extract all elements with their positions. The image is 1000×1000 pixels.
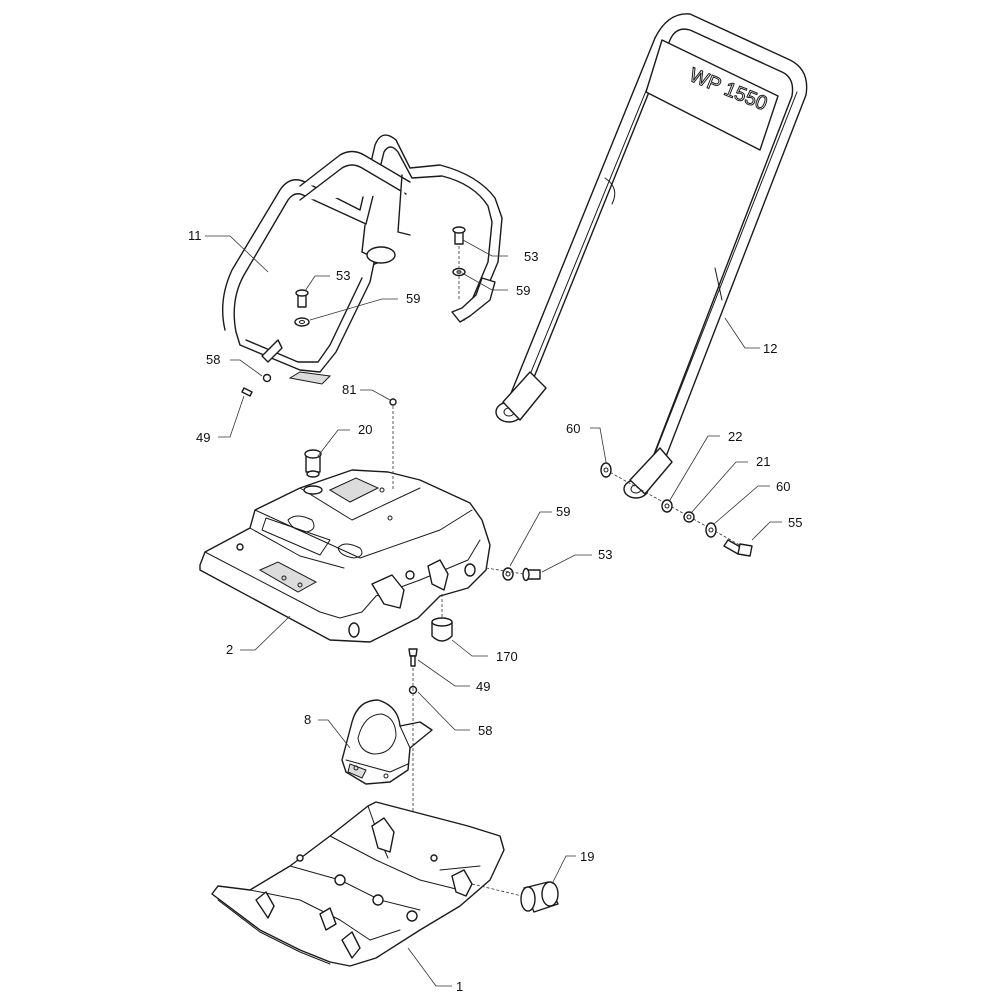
washer-60-left[interactable] — [600, 462, 612, 478]
washer-59-plate[interactable] — [502, 567, 514, 581]
washer-60-right[interactable] — [705, 522, 717, 538]
callout-59-frame-right: 59 — [516, 283, 530, 298]
bolt-53-frame-left[interactable] — [295, 289, 309, 308]
protection-frame-part-11[interactable] — [222, 134, 503, 385]
callout-53-plate: 53 — [598, 547, 612, 562]
screw-49-guard[interactable] — [408, 648, 418, 667]
callout-53-frame-left: 53 — [336, 268, 350, 283]
bolt-53-plate[interactable] — [522, 567, 541, 582]
nut-part-21[interactable] — [683, 511, 695, 523]
callout-53-frame-right: 53 — [524, 249, 538, 264]
callout-19: 19 — [580, 849, 594, 864]
callout-8: 8 — [304, 712, 311, 727]
callout-81: 81 — [342, 382, 356, 397]
callout-60-left: 60 — [566, 421, 580, 436]
callout-22: 22 — [728, 429, 742, 444]
callout-12: 12 — [763, 341, 777, 356]
buffer-part-20[interactable] — [303, 449, 323, 495]
callout-20: 20 — [358, 422, 372, 437]
callout-labels: 11 12 53 53 53 59 59 59 58 58 49 49 81 2… — [188, 228, 802, 994]
base-plate-part-1[interactable] — [211, 801, 505, 967]
callout-60-right: 60 — [776, 479, 790, 494]
screw-part-81[interactable] — [389, 398, 397, 406]
callout-58-frame: 58 — [206, 352, 220, 367]
belt-guard-part-8[interactable] — [341, 699, 433, 785]
handle-part-12[interactable]: WP 1550 — [495, 13, 808, 499]
leader-lines — [205, 235, 782, 987]
engine-plate-part-2[interactable] — [199, 469, 491, 643]
callout-2: 2 — [226, 642, 233, 657]
buffer-part-19[interactable] — [520, 881, 559, 913]
callout-59-plate: 59 — [556, 504, 570, 519]
callout-59-frame-left: 59 — [406, 291, 420, 306]
callout-170: 170 — [496, 649, 518, 664]
washer-59-frame-left[interactable] — [294, 317, 310, 327]
callout-21: 21 — [756, 454, 770, 469]
buffer-part-170[interactable] — [431, 617, 453, 642]
callout-58-guard: 58 — [478, 723, 492, 738]
bushing-part-22[interactable] — [661, 499, 673, 513]
bolt-part-55[interactable] — [723, 539, 753, 557]
nut-58-frame[interactable] — [262, 373, 272, 383]
bolt-53-frame-right[interactable] — [452, 226, 466, 245]
callout-55: 55 — [788, 515, 802, 530]
callout-49-frame: 49 — [196, 430, 210, 445]
screw-49-frame[interactable] — [241, 387, 253, 397]
callout-1: 1 — [456, 979, 463, 994]
callout-49-guard: 49 — [476, 679, 490, 694]
callout-11: 11 — [188, 228, 202, 243]
